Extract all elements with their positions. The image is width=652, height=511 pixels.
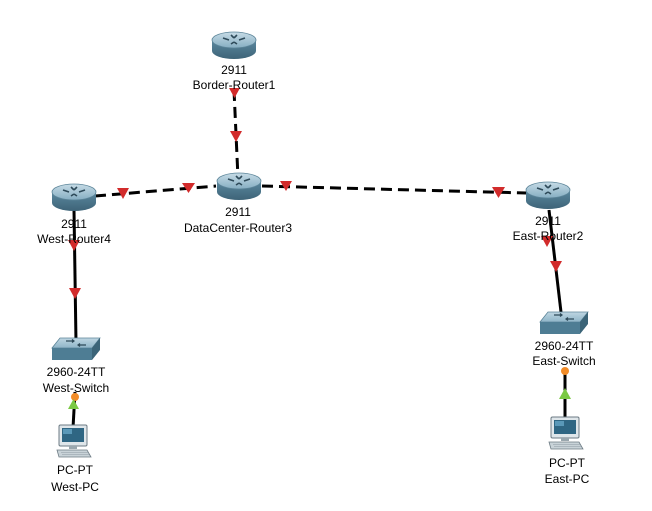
link-status-pending-dot [71,393,79,401]
device-datacenter-router3[interactable] [215,171,263,201]
device-west-router4[interactable] [50,182,98,212]
link-status-down-marker [182,183,195,193]
link-status-down-marker [230,131,242,142]
link-status-down-marker [280,181,292,191]
device-border-router1[interactable] [210,30,258,60]
device-model-label: PC-PT [549,456,585,470]
pc-icon [548,416,584,450]
link-status-down-marker [117,188,129,199]
device-west-switch[interactable] [50,336,102,362]
device-name-label: East-Router2 [512,229,584,243]
switch-icon [51,337,101,360]
router-icon [525,181,571,209]
link-status-down-marker [492,187,505,198]
device-name-label: East-PC [544,472,590,486]
link-status-pending-dot [561,367,569,375]
link-status-down-marker [69,288,81,299]
device-name-label: West-Router4 [37,232,111,246]
device-name-label: DataCenter-Router3 [183,221,293,235]
link-west-dc[interactable] [94,184,217,198]
device-model-label: 2960-24TT [46,365,106,379]
link-status-down-marker [541,236,553,247]
router-icon [216,172,262,200]
device-model-label: 2911 [535,214,561,228]
device-model-label: 2911 [225,205,251,219]
router-icon [51,183,97,211]
link-status-down-marker [229,88,240,98]
device-east-pc[interactable] [547,416,587,452]
device-name-label: West-Switch [42,381,110,395]
switch-icon [539,311,589,334]
device-model-label: 2911 [221,63,247,77]
link-westrouter-westswitch[interactable] [72,209,78,343]
link-status-down-marker [68,240,80,251]
device-name-label: Border-Router1 [192,78,276,92]
link-status-up-marker [68,399,79,409]
device-east-switch[interactable] [538,310,590,336]
link-dc-east[interactable] [261,184,527,195]
device-name-label: West-PC [51,480,99,494]
device-east-router2[interactable] [524,180,572,210]
pc-icon [56,424,92,458]
device-model-label: 2911 [61,217,87,231]
link-status-down-marker [550,261,562,272]
router-icon [211,31,257,59]
device-name-label: East-Switch [532,354,596,368]
link-status-up-marker [559,388,571,399]
device-model-label: 2960-24TT [534,339,594,353]
device-model-label: PC-PT [57,463,93,477]
device-west-pc[interactable] [55,424,95,460]
